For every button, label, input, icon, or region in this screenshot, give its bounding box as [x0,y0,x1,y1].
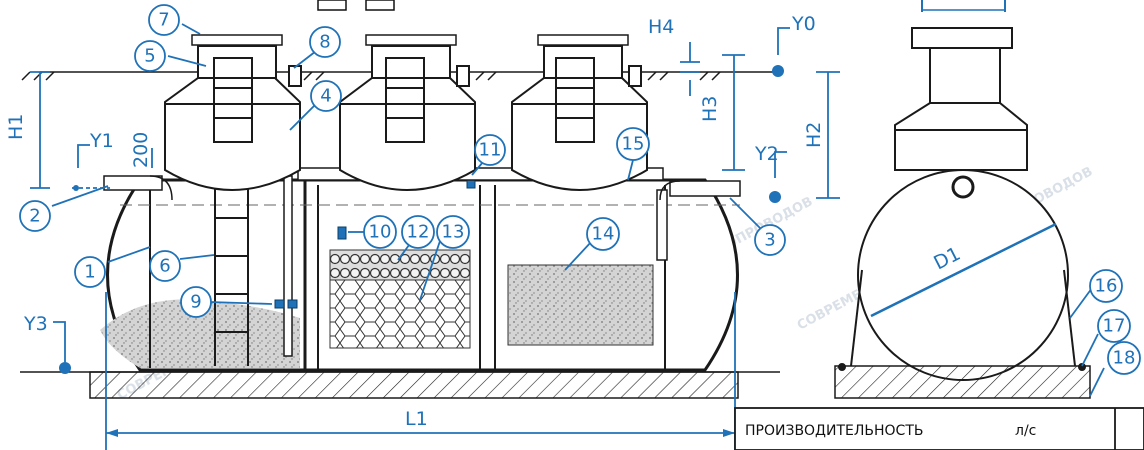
access-wells [164,34,648,191]
callout-12: 12 [407,222,430,243]
callout-circle-3 [754,224,786,256]
label-L1: L1 [405,408,428,430]
callout-9: 9 [190,292,201,313]
callout-circle-8 [309,26,341,58]
label-Y3: Y3 [23,313,48,335]
foundation-slab [89,371,739,399]
callout-circle-2 [19,200,51,232]
callout-circle-9 [180,286,212,318]
callout-18: 18 [1113,348,1136,369]
callout-3: 3 [764,230,775,251]
callout-circle-12 [401,215,435,249]
tank-body [100,175,740,372]
top-units [317,0,395,11]
label-H2: H2 [803,122,825,148]
callout-4: 4 [320,86,331,107]
label-Y1: Y1 [89,130,114,152]
callout-circle-5 [134,40,166,72]
callout-15: 15 [622,134,645,155]
callout-17: 17 [1103,316,1126,337]
callout-circle-10 [363,215,397,249]
callout-numbers: 1 2 3 4 5 6 7 8 9 10 11 12 13 14 15 16 1… [19,4,1141,375]
callout-2: 2 [29,206,40,227]
callout-circle-15 [616,127,650,161]
callout-11: 11 [479,140,502,161]
callout-circle-4 [310,80,342,112]
callout-7: 7 [158,10,169,31]
performance-table: ПРОИЗВОДИТЕЛЬНОСТЬ л/с [734,407,1144,450]
callout-circle-7 [148,4,180,36]
callout-16: 16 [1095,276,1118,297]
table-label: ПРОИЗВОДИТЕЛЬНОСТЬ [745,423,923,439]
callout-5: 5 [144,46,155,67]
callout-circle-6 [149,250,181,282]
callout-circle-17 [1097,309,1131,343]
dimension-lines [30,27,840,450]
callout-6: 6 [159,256,170,277]
outlet-pipe [659,180,741,201]
callout-circle-16 [1089,269,1123,303]
callout-8: 8 [319,32,330,53]
callout-circle-13 [436,215,470,249]
side-view [834,0,1091,399]
label-Y2: Y2 [754,143,779,165]
callout-circle-1 [74,256,106,288]
callout-circle-18 [1107,341,1141,375]
callout-circle-11 [474,134,506,166]
callout-1: 1 [84,262,95,283]
label-H3: H3 [699,96,721,122]
label-step: 200 [130,132,152,168]
level-markers [59,65,784,374]
table-unit: л/с [1015,423,1036,439]
label-Y0: Y0 [791,13,816,35]
label-H1: H1 [5,114,27,140]
callout-10: 10 [369,222,392,243]
callout-14: 14 [592,224,615,245]
callout-13: 13 [442,222,465,243]
label-H4: H4 [648,16,674,38]
inlet-pipe [103,175,173,201]
callout-circle-14 [586,217,620,251]
